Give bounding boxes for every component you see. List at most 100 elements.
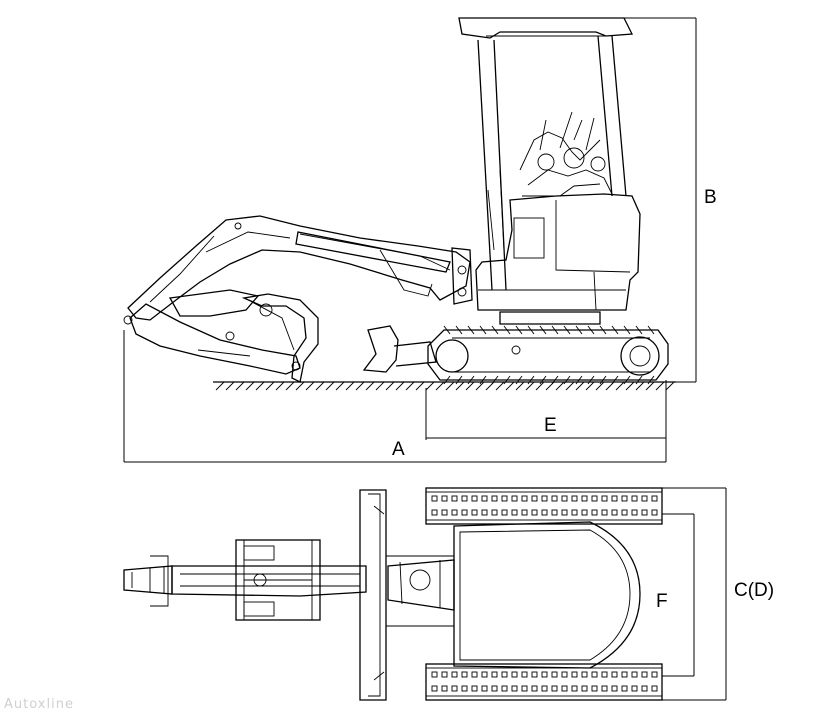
upper-structure-top xyxy=(453,521,641,669)
ground-hatch xyxy=(475,381,485,391)
ground-hatch xyxy=(665,381,675,391)
attachment-top xyxy=(123,555,173,607)
ground-hatch xyxy=(645,381,655,391)
dimension-lines-side xyxy=(123,17,697,463)
track-link xyxy=(481,671,488,678)
ground-hatch xyxy=(405,381,415,391)
track-link xyxy=(461,509,468,516)
ground-hatch xyxy=(395,381,405,391)
ground-hatch xyxy=(445,381,455,391)
operator-controls xyxy=(487,111,613,251)
track-pad xyxy=(515,325,523,335)
track-pad xyxy=(635,375,643,385)
ground-hatch xyxy=(375,381,385,391)
ground-hatch xyxy=(585,381,595,391)
track-pad xyxy=(539,325,547,335)
track-pad xyxy=(515,375,523,385)
ground-hatch xyxy=(615,381,625,391)
track-pad xyxy=(587,325,595,335)
track-link xyxy=(521,671,528,678)
track-link xyxy=(551,509,558,516)
track-pad xyxy=(527,375,535,385)
track-pad xyxy=(527,325,535,335)
ground-hatch xyxy=(355,381,365,391)
track-link xyxy=(631,495,638,502)
track-link xyxy=(531,685,538,692)
track-link xyxy=(601,495,608,502)
track-link xyxy=(581,685,588,692)
track-link xyxy=(631,509,638,516)
track-pad xyxy=(647,375,655,385)
track-link xyxy=(481,495,488,502)
track-link xyxy=(621,671,628,678)
dimension-label-a: A xyxy=(392,439,405,460)
track-pad xyxy=(467,325,475,335)
track-link xyxy=(551,671,558,678)
track-link xyxy=(541,671,548,678)
ground-hatch xyxy=(465,381,475,391)
track-link xyxy=(501,495,508,502)
track-pad xyxy=(455,375,463,385)
track-pad xyxy=(551,375,559,385)
ground-hatch xyxy=(275,381,285,391)
track-link xyxy=(551,685,558,692)
track-link xyxy=(441,509,448,516)
track-link xyxy=(441,685,448,692)
track-link xyxy=(641,671,648,678)
ground-hatch xyxy=(435,381,445,391)
track-pad xyxy=(623,375,631,385)
track-link xyxy=(471,495,478,502)
track-link xyxy=(471,685,478,692)
track-link xyxy=(591,671,598,678)
track-link xyxy=(561,685,568,692)
track-pad xyxy=(611,325,619,335)
ground-hatch xyxy=(625,381,635,391)
track-link xyxy=(431,685,438,692)
track-link xyxy=(581,495,588,502)
canopy xyxy=(458,17,634,291)
track-pad xyxy=(503,325,511,335)
upper-structure xyxy=(475,193,641,311)
dimension-label-c-d: C(D) xyxy=(734,580,774,601)
track-pad xyxy=(635,325,643,335)
track-link xyxy=(651,671,658,678)
track-link xyxy=(641,495,648,502)
ground-hatch xyxy=(255,381,265,391)
track-link xyxy=(451,671,458,678)
ground-hatch xyxy=(525,381,535,391)
ground-hatch xyxy=(295,381,305,391)
track-link xyxy=(521,509,528,516)
track-link xyxy=(561,671,568,678)
track-pad xyxy=(575,375,583,385)
track-pad xyxy=(443,375,451,385)
track-link xyxy=(511,671,518,678)
track-link xyxy=(581,509,588,516)
track-pad xyxy=(455,325,463,335)
track-link xyxy=(601,671,608,678)
track-link xyxy=(591,495,598,502)
track-link xyxy=(531,509,538,516)
ground-hatch xyxy=(265,381,275,391)
track-pad xyxy=(563,375,571,385)
track-link xyxy=(571,685,578,692)
ground-line xyxy=(213,381,676,391)
ground-hatch xyxy=(385,381,395,391)
ground-hatch xyxy=(495,381,505,391)
track-link xyxy=(431,495,438,502)
track-pad xyxy=(575,325,583,335)
track-link xyxy=(541,495,548,502)
track-link xyxy=(621,685,628,692)
track-link xyxy=(501,509,508,516)
track-bottom xyxy=(425,663,663,701)
track-link xyxy=(451,685,458,692)
track-link xyxy=(651,685,658,692)
track-link xyxy=(531,495,538,502)
ground-hatch xyxy=(335,381,345,391)
ground-hatch xyxy=(515,381,525,391)
track-link xyxy=(481,509,488,516)
ground-hatch xyxy=(635,381,645,391)
track-pad xyxy=(551,325,559,335)
ground-hatch xyxy=(655,381,665,391)
track-link xyxy=(461,495,468,502)
track-pad xyxy=(491,325,499,335)
